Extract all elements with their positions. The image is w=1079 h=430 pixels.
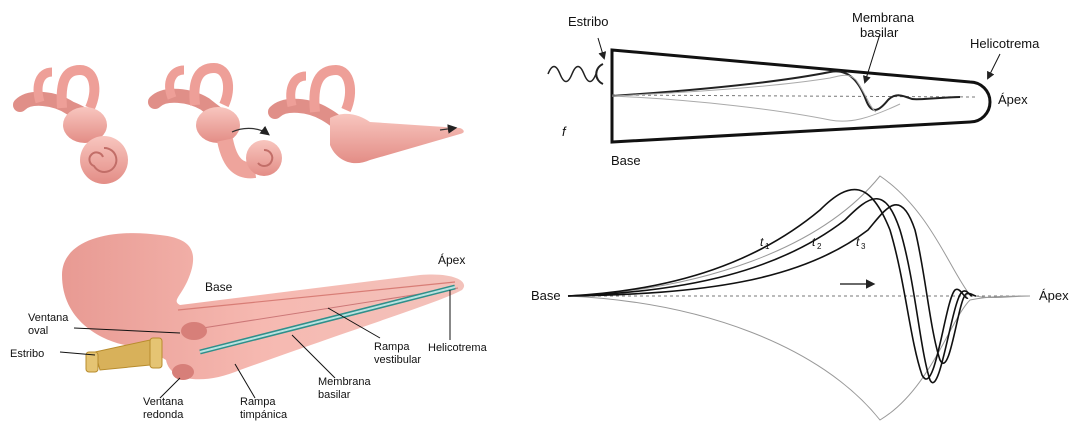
lower-envelope — [568, 296, 1030, 420]
label-membrana-basilar-1: Membrana — [318, 376, 371, 388]
schematic-label-membrana-2: basilar — [860, 25, 899, 40]
label-rampa-vestibular-2: vestibular — [374, 354, 421, 366]
label-ventana-oval-1: Ventana — [28, 312, 69, 324]
wave-label-t3-sub: 3 — [861, 242, 866, 251]
label-estribo: Estribo — [10, 348, 44, 360]
schematic-label-membrana-1: Membrana — [852, 10, 915, 25]
inner-ear-uncoiling — [155, 68, 282, 176]
upper-envelope — [568, 176, 1030, 298]
label-base: Base — [205, 280, 233, 294]
wave-t1 — [568, 190, 968, 379]
uncoiled-cochlea: Base Ápex Ventana oval Estribo Ventana r… — [10, 233, 488, 421]
label-ventana-redonda-2: redonda — [143, 409, 184, 421]
wave-label-t1: t — [760, 235, 764, 249]
label-helicotrema: Helicotrema — [428, 342, 488, 354]
label-ventana-oval-2: oval — [28, 325, 48, 337]
schematic-label-f: f — [562, 124, 567, 139]
inner-ear-uncoiled — [275, 70, 464, 163]
wave-label-t1-sub: 1 — [765, 242, 770, 251]
schematic-label-estribo: Estribo — [568, 14, 608, 29]
sound-wave-icon — [548, 67, 596, 82]
label-rampa-timpanica-1: Rampa — [240, 396, 276, 408]
label-apex: Ápex — [438, 252, 465, 267]
cochlea-schematic: Estribo Membrana basilar Helicotrema Ápe… — [548, 10, 1040, 168]
label-rampa-vestibular-1: Rampa — [374, 341, 410, 353]
wave-label-apex: Ápex — [1039, 288, 1069, 303]
label-membrana-basilar-2: basilar — [318, 389, 351, 401]
wave-label-base: Base — [531, 288, 561, 303]
schematic-label-apex: Ápex — [998, 92, 1028, 107]
schematic-label-helicotrema: Helicotrema — [970, 36, 1040, 51]
inner-ear-coiled — [20, 70, 128, 184]
wave-label-t2-sub: 2 — [817, 242, 822, 251]
schematic-label-base: Base — [611, 153, 641, 168]
wave-label-t2: t — [812, 235, 816, 249]
wave-t3 — [568, 205, 976, 363]
label-rampa-timpanica-2: timpánica — [240, 409, 288, 421]
label-ventana-redonda-1: Ventana — [143, 396, 184, 408]
traveling-wave: Base Ápex t 1 t 2 t 3 — [531, 176, 1069, 420]
